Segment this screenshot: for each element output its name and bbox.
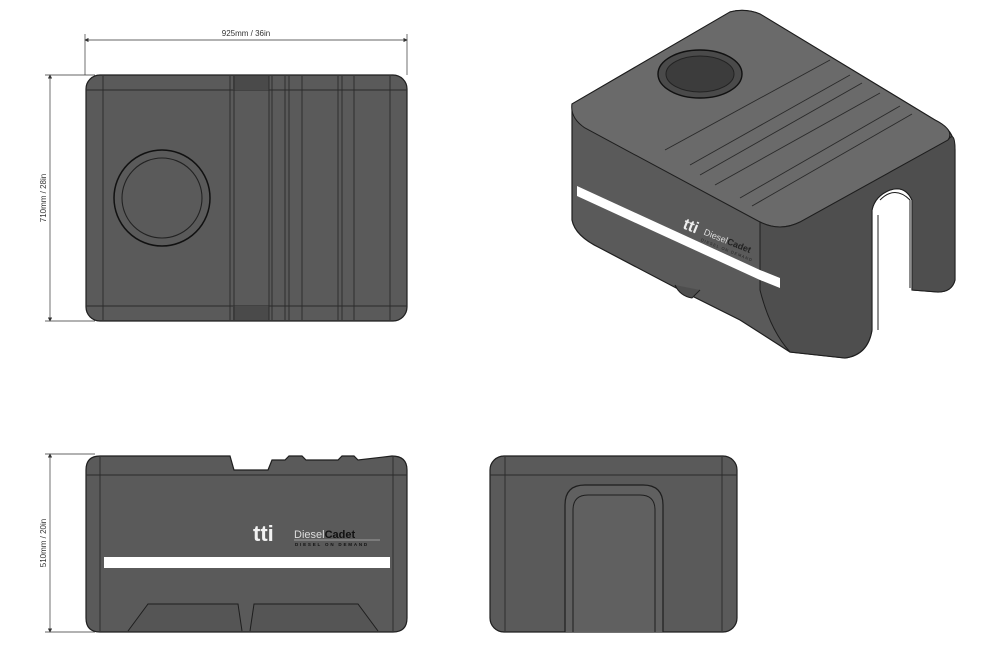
height-dimension-label: 510mm / 20in <box>39 519 48 567</box>
svg-text:DieselCadet: DieselCadet <box>294 529 355 541</box>
width-dimension-label: 925mm / 36in <box>222 29 270 38</box>
tank-side-outline <box>85 455 408 633</box>
top-view: 925mm / 36in 710mm / 28in <box>39 29 408 322</box>
side-view: 510mm / 20in tti DieselCadet DIESEL ON D… <box>39 453 408 633</box>
side-white-stripe <box>104 557 390 568</box>
svg-text:tti: tti <box>681 216 701 237</box>
end-view <box>489 455 738 633</box>
svg-text:DIESEL ON DEMAND: DIESEL ON DEMAND <box>295 542 369 547</box>
fill-opening <box>113 149 211 247</box>
side-logo: tti DieselCadet DIESEL ON DEMAND <box>253 521 380 547</box>
iso-white-stripe <box>577 186 760 280</box>
svg-text:tti: tti <box>253 521 274 546</box>
forklift-channel <box>564 484 664 632</box>
depth-dimension-label: 710mm / 28in <box>39 174 48 222</box>
tank-top-outline <box>85 74 408 322</box>
isometric-view: tti DieselCadet DIESEL ON DEMAND <box>571 9 956 359</box>
